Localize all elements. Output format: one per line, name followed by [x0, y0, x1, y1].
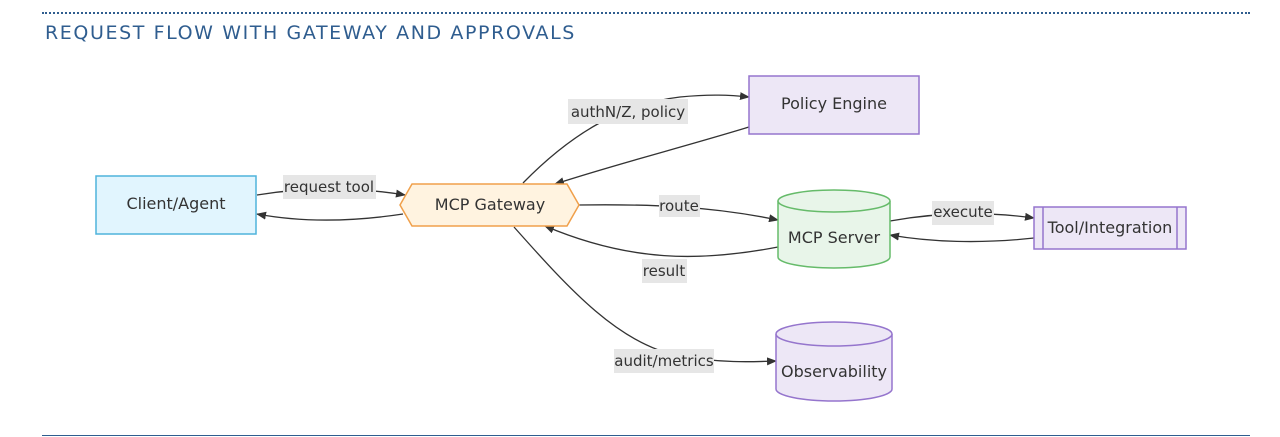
policy-engine-box [748, 75, 920, 135]
svg-text:audit/metrics: audit/metrics [614, 352, 714, 370]
svg-text:authN/Z, policy: authN/Z, policy [571, 103, 685, 121]
client-agent-label: Client/Agent [126, 194, 225, 213]
policy-engine-label: Policy Engine [781, 94, 887, 113]
bottom-rule [42, 435, 1250, 436]
edge-label-execute: execute [932, 201, 994, 225]
svg-text:execute: execute [933, 203, 992, 221]
edge-tool-to-server [889, 232, 1035, 243]
svg-text:result: result [643, 262, 686, 280]
node-observability: Observability [775, 321, 893, 402]
edge-labels: request tool authN/Z, policy route resul… [283, 99, 994, 373]
mcp-gateway-label: MCP Gateway [435, 195, 545, 214]
edge-label-audit-metrics: audit/metrics [614, 349, 714, 373]
section-title: REQUEST FLOW WITH GATEWAY AND APPROVALS [45, 22, 576, 44]
node-mcp-gateway: MCP Gateway [399, 183, 580, 227]
edge-label-request-tool: request tool [283, 175, 376, 199]
node-mcp-server: MCP Server [777, 189, 891, 269]
edges [256, 92, 1035, 366]
edge-gateway-to-client [256, 211, 404, 221]
mcp-gateway-hexagon [399, 183, 580, 227]
mcp-server-cylinder-body [777, 201, 891, 269]
mcp-server-label: MCP Server [788, 228, 881, 247]
observability-cylinder-body [775, 334, 893, 402]
client-agent-box [95, 175, 257, 235]
observability-label: Observability [781, 362, 887, 381]
observability-cylinder-top [775, 321, 893, 347]
tool-integration-label: Tool/Integration [1047, 218, 1173, 237]
mcp-server-cylinder-top [777, 189, 891, 213]
edge-label-route: route [659, 195, 700, 217]
edge-label-authnz-policy: authN/Z, policy [568, 99, 688, 124]
node-tool-integration: Tool/Integration [1033, 206, 1187, 250]
edge-policy-to-gateway [554, 126, 750, 186]
top-dotted-rule [42, 12, 1250, 14]
tool-integration-box [1033, 206, 1187, 250]
svg-text:route: route [659, 197, 699, 215]
node-policy-engine: Policy Engine [748, 75, 920, 135]
edge-server-to-gateway [544, 225, 779, 258]
edge-gateway-to-observability [513, 226, 777, 366]
edge-label-result: result [642, 259, 687, 283]
node-client-agent: Client/Agent [95, 175, 257, 235]
svg-text:request tool: request tool [284, 178, 374, 196]
